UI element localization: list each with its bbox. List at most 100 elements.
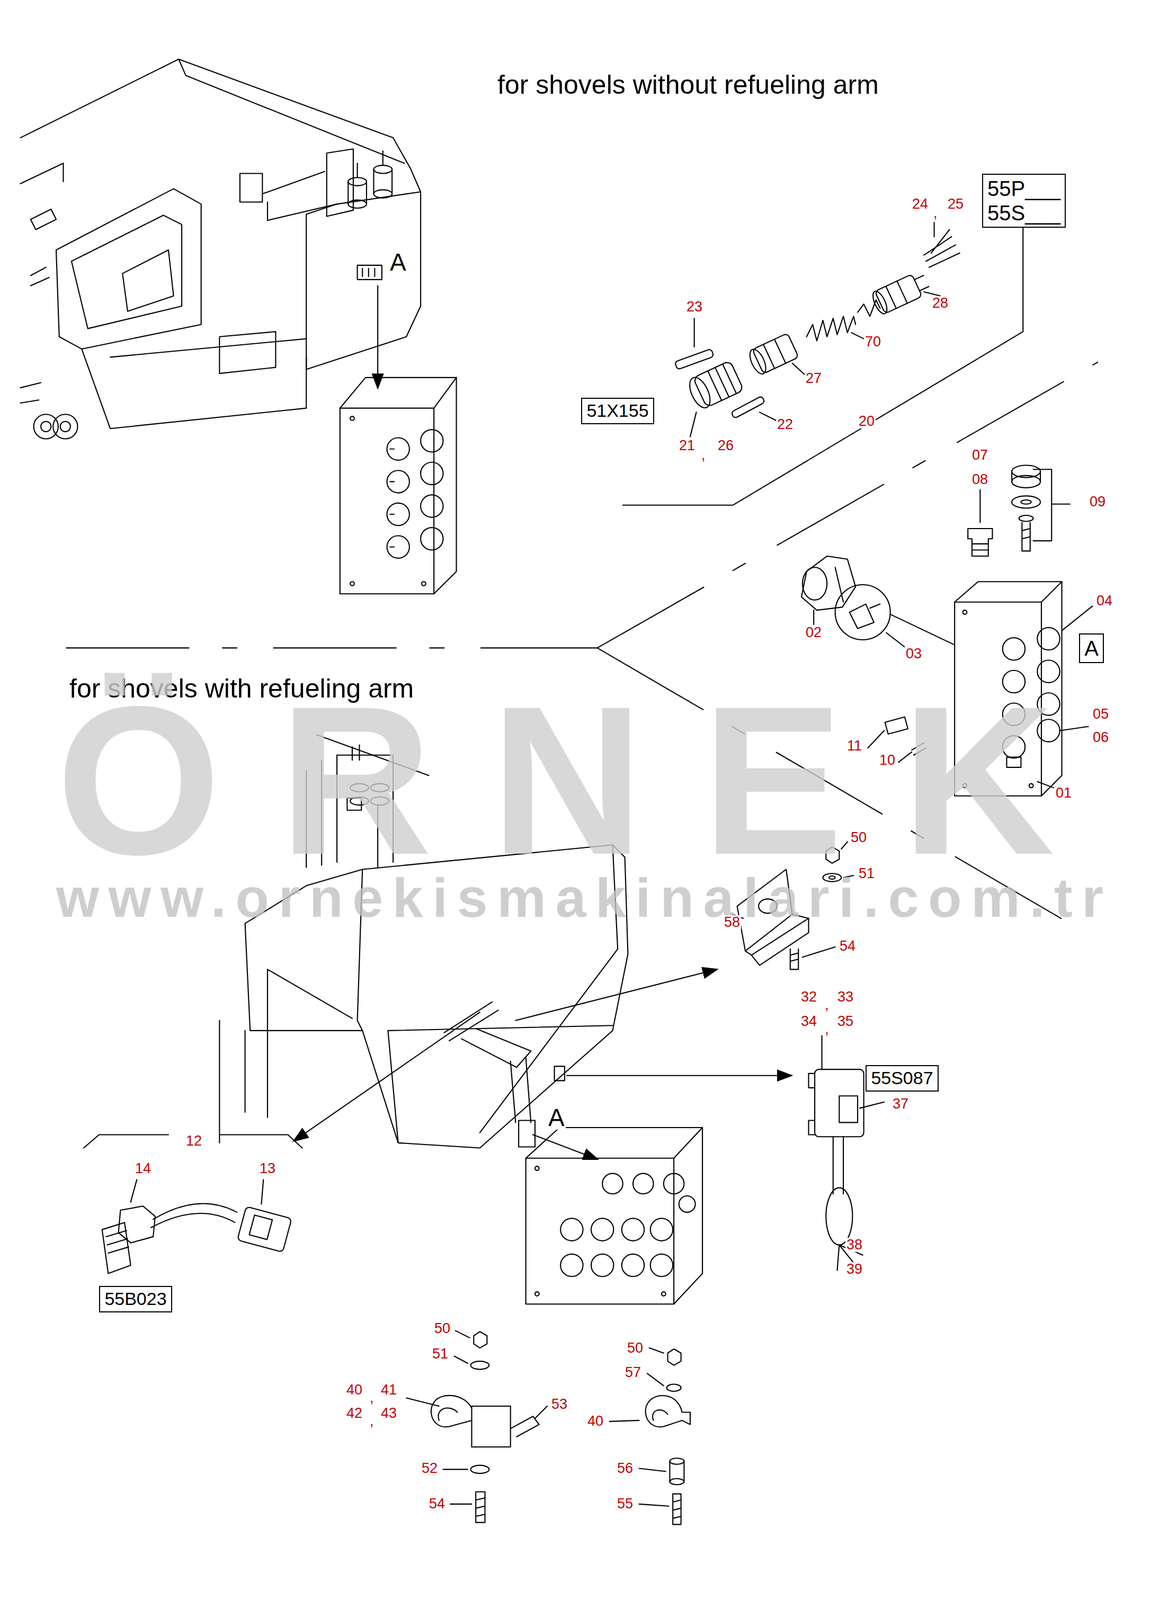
control-box-lower-shape bbox=[650, 1254, 673, 1277]
clamp-left-shape bbox=[475, 1492, 485, 1523]
machine-top-shape bbox=[362, 268, 375, 277]
plug-connector-shape-shape bbox=[763, 339, 786, 369]
callout-number: 33 bbox=[836, 990, 855, 1005]
machine-top-shape bbox=[30, 209, 57, 286]
control-box-lower-shape bbox=[535, 1291, 540, 1297]
machine-lower-shape bbox=[515, 969, 717, 1021]
small-parts-shape bbox=[972, 544, 989, 551]
small-parts-shape bbox=[1020, 500, 1031, 505]
machine-top-shape bbox=[306, 191, 421, 370]
small-parts-shape bbox=[1011, 495, 1041, 508]
small-parts-shape bbox=[1021, 522, 1030, 551]
control-box-lower-shape bbox=[591, 1218, 614, 1241]
clamp-right-shape bbox=[667, 1349, 682, 1366]
plug-connector-shape-shape bbox=[874, 274, 922, 314]
machine-top-shape bbox=[110, 339, 307, 358]
control-box-top-shape bbox=[420, 527, 443, 550]
clamp-right-shape bbox=[609, 1348, 670, 1507]
control-box-lower-shape bbox=[525, 1127, 703, 1305]
control-box-lower-shape bbox=[632, 1173, 654, 1195]
clamp-left-shape bbox=[470, 1361, 490, 1370]
plug-connector-shape bbox=[690, 222, 941, 438]
small-parts-shape bbox=[835, 584, 891, 640]
machine-top-shape bbox=[219, 331, 276, 374]
watermark: ÖRNEK bbox=[56, 674, 1113, 887]
plug-connector-shape-shape bbox=[885, 269, 932, 309]
control-box-top-shape bbox=[421, 581, 426, 586]
part-tag-box: A bbox=[1079, 633, 1104, 664]
clamp-left-shape bbox=[470, 1465, 490, 1474]
callout-number: 35 bbox=[836, 1014, 855, 1029]
machine-top-shape bbox=[52, 414, 78, 439]
callout-number: 14 bbox=[134, 1161, 153, 1176]
switch-55S087-shape bbox=[814, 1069, 864, 1137]
callout-number: 21 bbox=[678, 438, 697, 453]
clamp-left-shape bbox=[473, 1331, 487, 1349]
control-box-lower-shape bbox=[591, 1254, 614, 1277]
clamp-left-shape bbox=[471, 1406, 511, 1448]
callout-number: 22 bbox=[776, 417, 795, 432]
control-box-top-shape bbox=[420, 494, 443, 517]
control-box-lower-shape bbox=[525, 1127, 703, 1305]
machine-top-shape bbox=[56, 188, 202, 349]
part-tag-text: 51X155 bbox=[586, 400, 649, 422]
callout-number: 51 bbox=[857, 866, 876, 881]
control-box-lower-shape bbox=[661, 1291, 666, 1297]
machine-top-shape bbox=[122, 250, 174, 312]
switch-55S087-shape bbox=[821, 1036, 823, 1071]
section-heading: for shovels without refueling arm bbox=[497, 71, 879, 98]
machine-lower-shape bbox=[518, 1120, 536, 1147]
callout-number: 50 bbox=[626, 1341, 645, 1356]
control-box-lower-shape bbox=[650, 1218, 673, 1241]
control-box-top-shape bbox=[350, 581, 355, 586]
plug-connector-shape bbox=[730, 396, 765, 419]
clamp-left-shape bbox=[510, 1416, 540, 1438]
callout-number: 08 bbox=[970, 472, 989, 487]
sensor-55B023-shape bbox=[237, 1206, 292, 1253]
part-tag-box: 55S087 bbox=[865, 1065, 939, 1092]
part-tag-text: 55S087 bbox=[870, 1067, 934, 1089]
machine-top-shape bbox=[71, 215, 182, 329]
plug-connector-shape bbox=[923, 229, 960, 267]
plug-connector-shape-shape bbox=[870, 289, 890, 316]
machine-top-shape bbox=[377, 285, 379, 388]
callout-number: 04 bbox=[1095, 593, 1114, 609]
sensor-55B023-shape-shape bbox=[249, 1215, 273, 1240]
plug-connector-shape bbox=[746, 333, 799, 377]
callout-number: 53 bbox=[550, 1397, 569, 1412]
control-box-top bbox=[340, 377, 457, 594]
small-parts-shape bbox=[1011, 475, 1041, 488]
control-box-top-shape bbox=[420, 462, 443, 485]
part-tag-box: 51X155 bbox=[581, 397, 655, 425]
clamp-right-shape bbox=[666, 1384, 682, 1392]
plug-connector bbox=[674, 222, 960, 438]
part-tag-text: A bbox=[1084, 636, 1099, 661]
callout-number: , bbox=[368, 1414, 376, 1429]
clamp-right-shape bbox=[652, 1410, 668, 1421]
machine-top-shape bbox=[357, 265, 382, 280]
callout-number: 50 bbox=[849, 830, 868, 845]
callout-number: 09 bbox=[1088, 494, 1107, 510]
callout-number: 28 bbox=[931, 296, 950, 311]
machine-top-shape bbox=[348, 177, 367, 186]
callout-number: , bbox=[700, 448, 707, 463]
machine-top-shape bbox=[262, 171, 337, 221]
sensor-55B023-shape bbox=[105, 1231, 129, 1254]
clamp-right-shape bbox=[672, 1494, 681, 1526]
small-parts-shape bbox=[1019, 515, 1034, 522]
machine-top-shape bbox=[373, 189, 392, 198]
callout-number: 41 bbox=[379, 1383, 398, 1398]
callout-number: 54 bbox=[428, 1496, 447, 1512]
part-tag-box: 55P___55S___ bbox=[982, 173, 1066, 228]
plug-connector-shape bbox=[806, 316, 857, 341]
switch-55S087-shape bbox=[825, 1188, 853, 1246]
callout-number: 40 bbox=[345, 1383, 364, 1398]
control-box-lower-shape bbox=[560, 1254, 583, 1277]
sensor-55B023-shape-shape bbox=[237, 1206, 292, 1253]
control-box-lower-shape bbox=[663, 1173, 685, 1195]
control-box-lower-shape bbox=[602, 1173, 623, 1195]
control-box-lower-shape bbox=[535, 1166, 540, 1171]
switch-55S087-shape bbox=[833, 1136, 844, 1194]
machine-top-shape bbox=[357, 163, 359, 178]
clamp-left-shape bbox=[438, 1407, 458, 1421]
